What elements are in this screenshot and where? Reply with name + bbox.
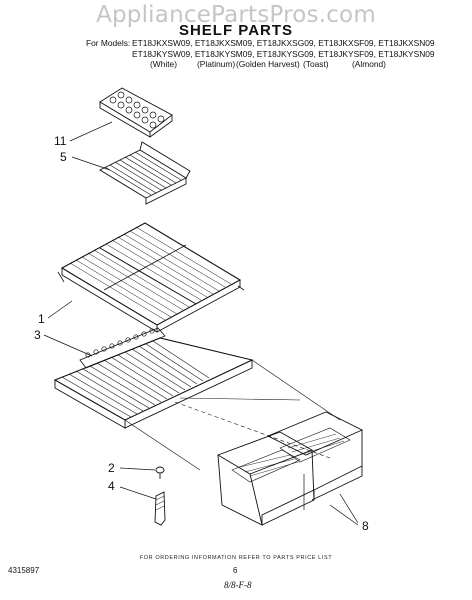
color-golden-harvest: (Golden Harvest)	[236, 59, 300, 69]
crisper-cover-part	[53, 327, 254, 429]
page-title: SHELF PARTS	[178, 22, 294, 39]
color-toast: (Toast)	[303, 59, 329, 69]
wire-shelf-part	[57, 222, 245, 333]
color-white: (White)	[150, 59, 177, 69]
models-line-2: ET18JKYSW09, ET18JKYSM09, ET18JKYSG09, E…	[132, 48, 435, 59]
callout-3: 3	[34, 328, 41, 342]
callout-11: 11	[54, 134, 67, 148]
callout-leaders	[43, 121, 359, 526]
callout-2: 2	[108, 461, 115, 475]
color-platinum: (Platinum)	[197, 59, 236, 69]
document-number: 4315897	[8, 566, 40, 575]
models-label: For Models:	[86, 38, 131, 48]
page-number: 6	[233, 566, 238, 575]
ice-tray-part	[99, 87, 173, 138]
crisper-drawers-part	[216, 411, 364, 526]
callout-5: 5	[60, 150, 67, 164]
model-list: For Models:ET18JKXSW09, ET18JKXSM09, ET1…	[86, 38, 466, 59]
small-wire-shelf-part	[99, 141, 191, 205]
models-line-1: ET18JKXSW09, ET18JKXSM09, ET18JKXSG09, E…	[132, 38, 435, 48]
revision-code: 8/8-F-8	[224, 580, 252, 590]
callout-1: 1	[38, 312, 45, 326]
crisper-frame-outline	[124, 359, 341, 471]
callout-4: 4	[108, 479, 115, 493]
callout-8: 8	[362, 519, 369, 533]
ordering-note: FOR ORDERING INFORMATION REFER TO PARTS …	[139, 555, 333, 561]
roller-glide-part	[154, 466, 166, 526]
color-almond: (Almond)	[352, 59, 386, 69]
